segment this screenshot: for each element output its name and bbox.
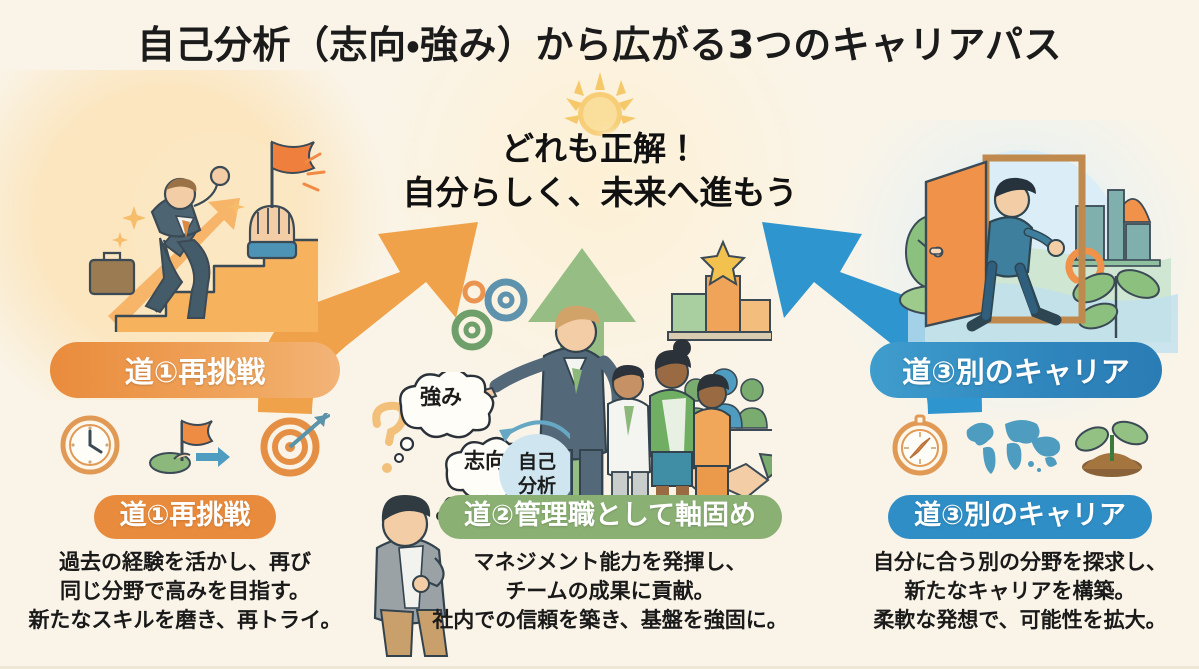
- desc-line: チームの成果に貢献。: [505, 579, 715, 604]
- card-path-1-description: 過去の経験を活かし、再び 同じ分野で高みを目指す。 新たなスキルを磨き、再トライ…: [10, 548, 360, 635]
- desc-line: 同じ分野で高みを目指す。: [60, 579, 310, 604]
- card-path-2: 道②管理職として軸固め マネジメント能力を発揮し、 チームの成果に貢献。 社内で…: [400, 495, 820, 635]
- desc-line: 新たなスキルを磨き、再トライ。: [28, 607, 342, 632]
- compass-icon: [888, 412, 952, 482]
- clock-icon: [58, 413, 122, 481]
- desc-line: 自分に合う別の分野を探求し、: [873, 550, 1167, 575]
- self-analysis-line2: 分析: [517, 474, 556, 497]
- illustration-stairs-climb: [68, 120, 358, 350]
- headline-line-2: 自分らしく、未来へ進もう: [402, 173, 798, 213]
- banner-path-3-label: 道③別のキャリア: [902, 355, 1130, 389]
- sprout-icon: [1074, 413, 1150, 481]
- thinking-person: [373, 494, 449, 657]
- card-path-1-label: 道①再挑戦: [93, 495, 277, 540]
- desc-line: 新たなキャリアを構築。: [904, 579, 1136, 604]
- thought-bubble-strength: 強み: [394, 367, 495, 463]
- card-path-1: 道①再挑戦 過去の経験を活かし、再び 同じ分野で高みを目指す。 新たなスキルを磨…: [10, 495, 360, 635]
- card-path-3-label: 道③別のキャリア: [888, 495, 1152, 540]
- page-title: 自己分析（志向・強み）から広がる3つのキャリアパス: [136, 23, 1063, 67]
- desc-line: マネジメント能力を発揮し、: [473, 550, 747, 575]
- icon-row-path-1: [58, 410, 331, 482]
- illustration-self-analysis: 強み 志向 自己 分析: [355, 367, 577, 657]
- self-analysis-circle: 自己 分析: [499, 420, 577, 527]
- banner-path-3[interactable]: 道③別のキャリア: [870, 342, 1162, 398]
- world-map-icon: [961, 414, 1065, 480]
- bubble-orientation-label: 志向: [463, 449, 506, 473]
- icon-row-path-3: [888, 412, 1150, 482]
- flag-hill-icon: [148, 413, 232, 481]
- headline-line-1: どれも正解！: [501, 129, 699, 168]
- desc-line: 社内での信頼を築き、基盤を強固に。: [432, 607, 788, 632]
- card-path-2-description: マネジメント能力を発揮し、 チームの成果に貢献。 社内での信頼を築き、基盤を強固…: [400, 548, 820, 635]
- headline: どれも正解！ 自分らしく、未来へ進もう: [330, 128, 870, 214]
- bubble-strength-label: 強み: [420, 385, 462, 409]
- target-arrow-icon: [258, 410, 331, 481]
- banner-path-1[interactable]: 道①再挑戦: [50, 342, 340, 398]
- card-path-3: 道③別のキャリア 自分に合う別の分野を探求し、 新たなキャリアを構築。 柔軟な発…: [845, 495, 1195, 635]
- sun-icon: [560, 70, 640, 150]
- bottom-divider: [0, 666, 1199, 669]
- card-path-2-label: 道②管理職として軸固め: [437, 495, 783, 540]
- illustration-open-door: [868, 148, 1178, 354]
- self-analysis-line1: 自己: [518, 450, 556, 473]
- banner-path-1-label: 道①再挑戦: [124, 355, 266, 389]
- desc-line: 柔軟な発想で、可能性を拡大。: [873, 607, 1167, 632]
- card-path-3-description: 自分に合う別の分野を探求し、 新たなキャリアを構築。 柔軟な発想で、可能性を拡大…: [845, 548, 1195, 635]
- desc-line: 過去の経験を活かし、再び: [59, 550, 311, 575]
